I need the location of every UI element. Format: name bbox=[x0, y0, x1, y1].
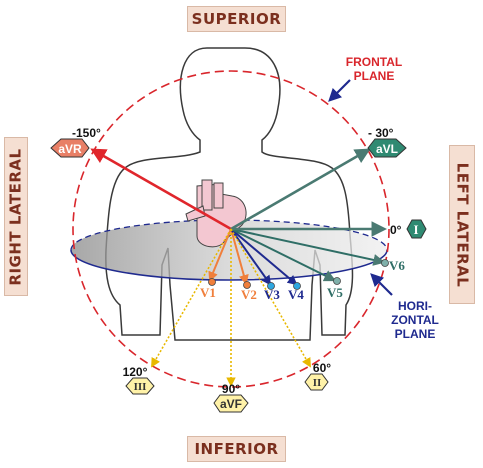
v2-label: V2 bbox=[241, 287, 257, 302]
inferior-text: INFERIOR bbox=[194, 440, 279, 458]
v3-label: V3 bbox=[264, 287, 280, 302]
horizontal-plane-front-edge bbox=[70, 249, 388, 281]
avr-badge bbox=[50, 138, 90, 158]
avr-lead-arrow bbox=[90, 148, 232, 231]
v1-electrode bbox=[208, 278, 216, 286]
v2-electrode bbox=[243, 281, 251, 289]
body-silhouette bbox=[105, 47, 354, 341]
v6-electrode bbox=[381, 259, 389, 267]
horizontal-plane bbox=[71, 220, 387, 280]
i-angle: 0° bbox=[390, 223, 402, 237]
frontal-plane-title-1: FRONTAL bbox=[346, 55, 402, 69]
avf-angle: 90° bbox=[222, 382, 240, 396]
i-badge bbox=[406, 219, 427, 239]
frontal-plane-title-2: PLANE bbox=[354, 69, 395, 83]
inferior-label: INFERIOR bbox=[187, 436, 286, 462]
v3-lead-arrow bbox=[230, 228, 272, 286]
avl-lead-label: aVL bbox=[376, 142, 398, 156]
v5-lead-arrow bbox=[230, 228, 337, 282]
ii-badge bbox=[304, 373, 329, 391]
v5-electrode bbox=[333, 277, 341, 285]
frontal-plane-pointer bbox=[328, 79, 351, 102]
superior-text: SUPERIOR bbox=[191, 10, 282, 28]
i-lead-label: I bbox=[413, 222, 418, 237]
v2-lead-arrow bbox=[230, 228, 249, 285]
horizontal-plane-title-3: PLANE bbox=[395, 327, 436, 341]
v6-label: V6 bbox=[389, 258, 405, 273]
v1-lead-arrow bbox=[208, 228, 232, 282]
iii-angle: 120° bbox=[123, 365, 148, 379]
superior-label: SUPERIOR bbox=[187, 6, 286, 32]
right-lateral-label: RIGHT LATERAL bbox=[4, 137, 28, 296]
avl-angle: - 30° bbox=[368, 126, 394, 140]
ii-angle: 60° bbox=[313, 361, 331, 375]
avr-angle: -150° bbox=[72, 126, 101, 140]
avr-lead-label: aVR bbox=[58, 142, 82, 156]
v4-lead-arrow bbox=[230, 228, 298, 286]
iii-lead-label: III bbox=[134, 381, 147, 393]
iii-badge bbox=[125, 377, 155, 395]
ii-lead-label: II bbox=[313, 377, 322, 389]
avf-badge bbox=[213, 394, 249, 413]
avl-badge bbox=[367, 138, 407, 158]
left-lateral-label: LEFT LATERAL bbox=[449, 145, 475, 304]
v4-electrode bbox=[293, 282, 301, 290]
horizontal-plane-title-2: ZONTAL bbox=[391, 313, 439, 327]
v1-label: V1 bbox=[200, 285, 216, 300]
v4-label: V4 bbox=[288, 287, 304, 302]
v5-label: V5 bbox=[327, 285, 343, 300]
v6-lead-arrow bbox=[230, 228, 386, 266]
frontal-plane-circle bbox=[72, 70, 390, 388]
horizontal-plane-pointer bbox=[370, 273, 393, 296]
horizontal-plane-title-1: HORI- bbox=[398, 299, 432, 313]
avl-lead-arrow bbox=[230, 148, 371, 231]
avf-lead-label: aVF bbox=[220, 397, 242, 411]
v3-electrode bbox=[267, 282, 275, 290]
